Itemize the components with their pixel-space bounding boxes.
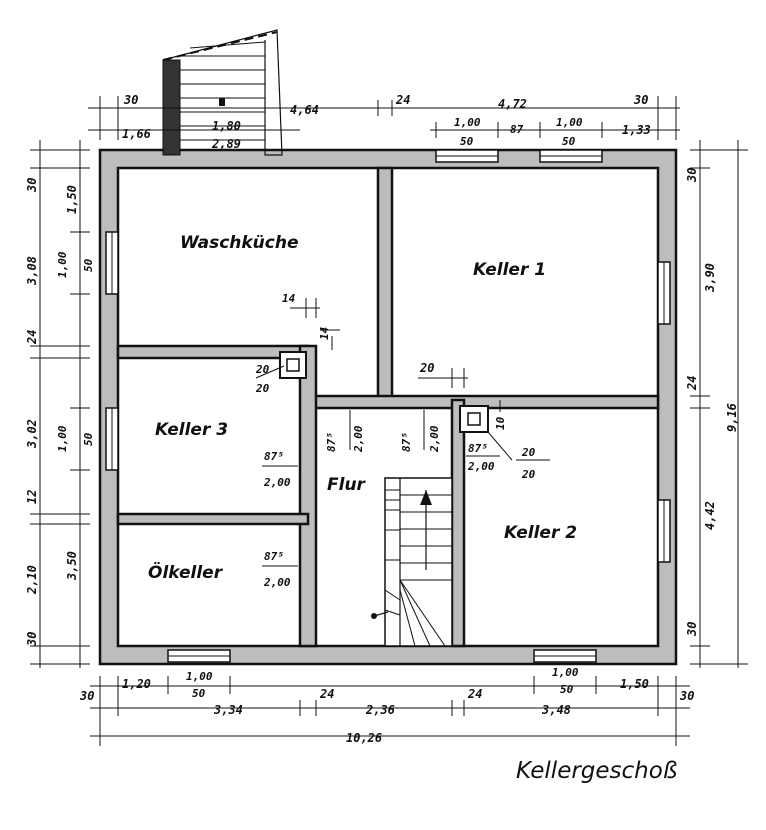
drawing-title: Kellergeschoß [516,758,677,784]
dim-bottom-50: 50 [192,687,206,700]
chimney-left [279,351,307,379]
dim-left-24: 24 [25,330,39,345]
room-label-flur: Flur [327,475,367,495]
dim-bottom-348: 3,48 [541,703,571,717]
dim-top-50-b: 50 [562,135,576,148]
dim-top-472: 4,72 [498,97,527,111]
dim-inner-14b: 14 [318,326,331,340]
door-875-a: 87⁵ [264,450,284,463]
door-200-a: 2,00 [263,476,291,489]
dim-top-100-b: 1,00 [556,116,583,129]
inner-stair [371,477,453,647]
dim-left-100: 1,00 [56,251,69,278]
dim-bottom-24b: 24 [467,687,482,701]
dim-bottom-30-left: 30 [79,689,94,703]
dim-bottom-100: 1,00 [186,670,213,683]
dim-left-308: 3,08 [25,256,39,286]
dim-bottom-236: 2,36 [365,703,395,717]
dim-top-464: 4,64 [290,103,319,117]
dim-left-100b: 1,00 [56,425,69,452]
dim-top-133: 1,33 [622,123,651,137]
dim-top-180: 1,80 [212,119,241,133]
dim-bottom-120: 1,20 [122,677,151,691]
dim-top-24: 24 [395,93,410,107]
chimney-a-20: 20 [255,363,270,376]
door-875-d: 87⁵ [400,432,413,452]
room-label-keller-1: Keller 1 [473,260,546,280]
dim-bottom-100b: 1,00 [552,666,579,679]
room-label-waschkueche: Waschküche [180,233,299,253]
dim-left-210: 2,10 [25,565,39,595]
dim-bottom-24a: 24 [319,687,334,701]
door-875-b: 87⁵ [264,550,284,563]
dim-left-50b: 50 [82,432,95,446]
dim-left-50: 50 [82,258,95,272]
windows [105,149,671,663]
room-label-keller-3: Keller 3 [155,420,228,440]
dim-right-390: 3,90 [703,263,717,293]
dim-inner-14a: 14 [282,292,296,305]
room-label-oelkeller: Ölkeller [148,561,224,583]
dim-left-350: 3,50 [65,551,79,581]
dim-right-24: 24 [685,376,699,391]
dim-inner-20-top: 20 [419,361,434,375]
interior-walls [116,166,660,648]
dim-right-916: 9,16 [725,403,739,432]
chimney-b-20: 20 [521,446,536,459]
dim-top-166: 1,66 [122,127,151,141]
room-label-keller-2: Keller 2 [504,523,577,543]
dimension-lines [30,96,748,746]
door-200-c: 2,00 [352,425,365,453]
dim-left-30: 30 [25,178,39,193]
door-200-e: 2,00 [467,460,495,473]
dim-bottom-1026: 10,26 [346,731,382,745]
dim-left-150: 1,50 [65,185,79,214]
chimney-b-10: 10 [494,416,507,430]
dim-top-100-a: 1,00 [454,116,481,129]
dim-bottom-50b: 50 [560,683,574,696]
dim-top-30-right: 30 [633,93,648,107]
dim-left-302: 3,02 [25,419,39,449]
dim-bottom-30-right: 30 [679,689,694,703]
dim-bottom-334: 3,34 [213,703,243,717]
door-875-c: 87⁵ [325,432,338,452]
door-200-b: 2,00 [263,576,291,589]
dim-right-30: 30 [685,168,699,183]
dim-top-30-left: 30 [123,93,138,107]
dim-right-442: 4,42 [703,501,717,530]
door-875-e: 87⁵ [468,442,488,455]
door-200-d: 2,00 [428,425,441,453]
dim-right-30b: 30 [685,622,699,637]
dim-top-50-a: 50 [460,135,474,148]
dim-top-87: 87 [510,123,524,136]
chimney-b-20b: 20 [521,468,536,481]
dim-left-30b: 30 [25,632,39,647]
chimney-right [459,405,489,433]
dim-top-289: 2,89 [211,137,241,151]
chimney-a-20b: 20 [255,382,270,395]
dim-left-12: 12 [25,490,39,504]
dim-bottom-150: 1,50 [620,677,649,691]
